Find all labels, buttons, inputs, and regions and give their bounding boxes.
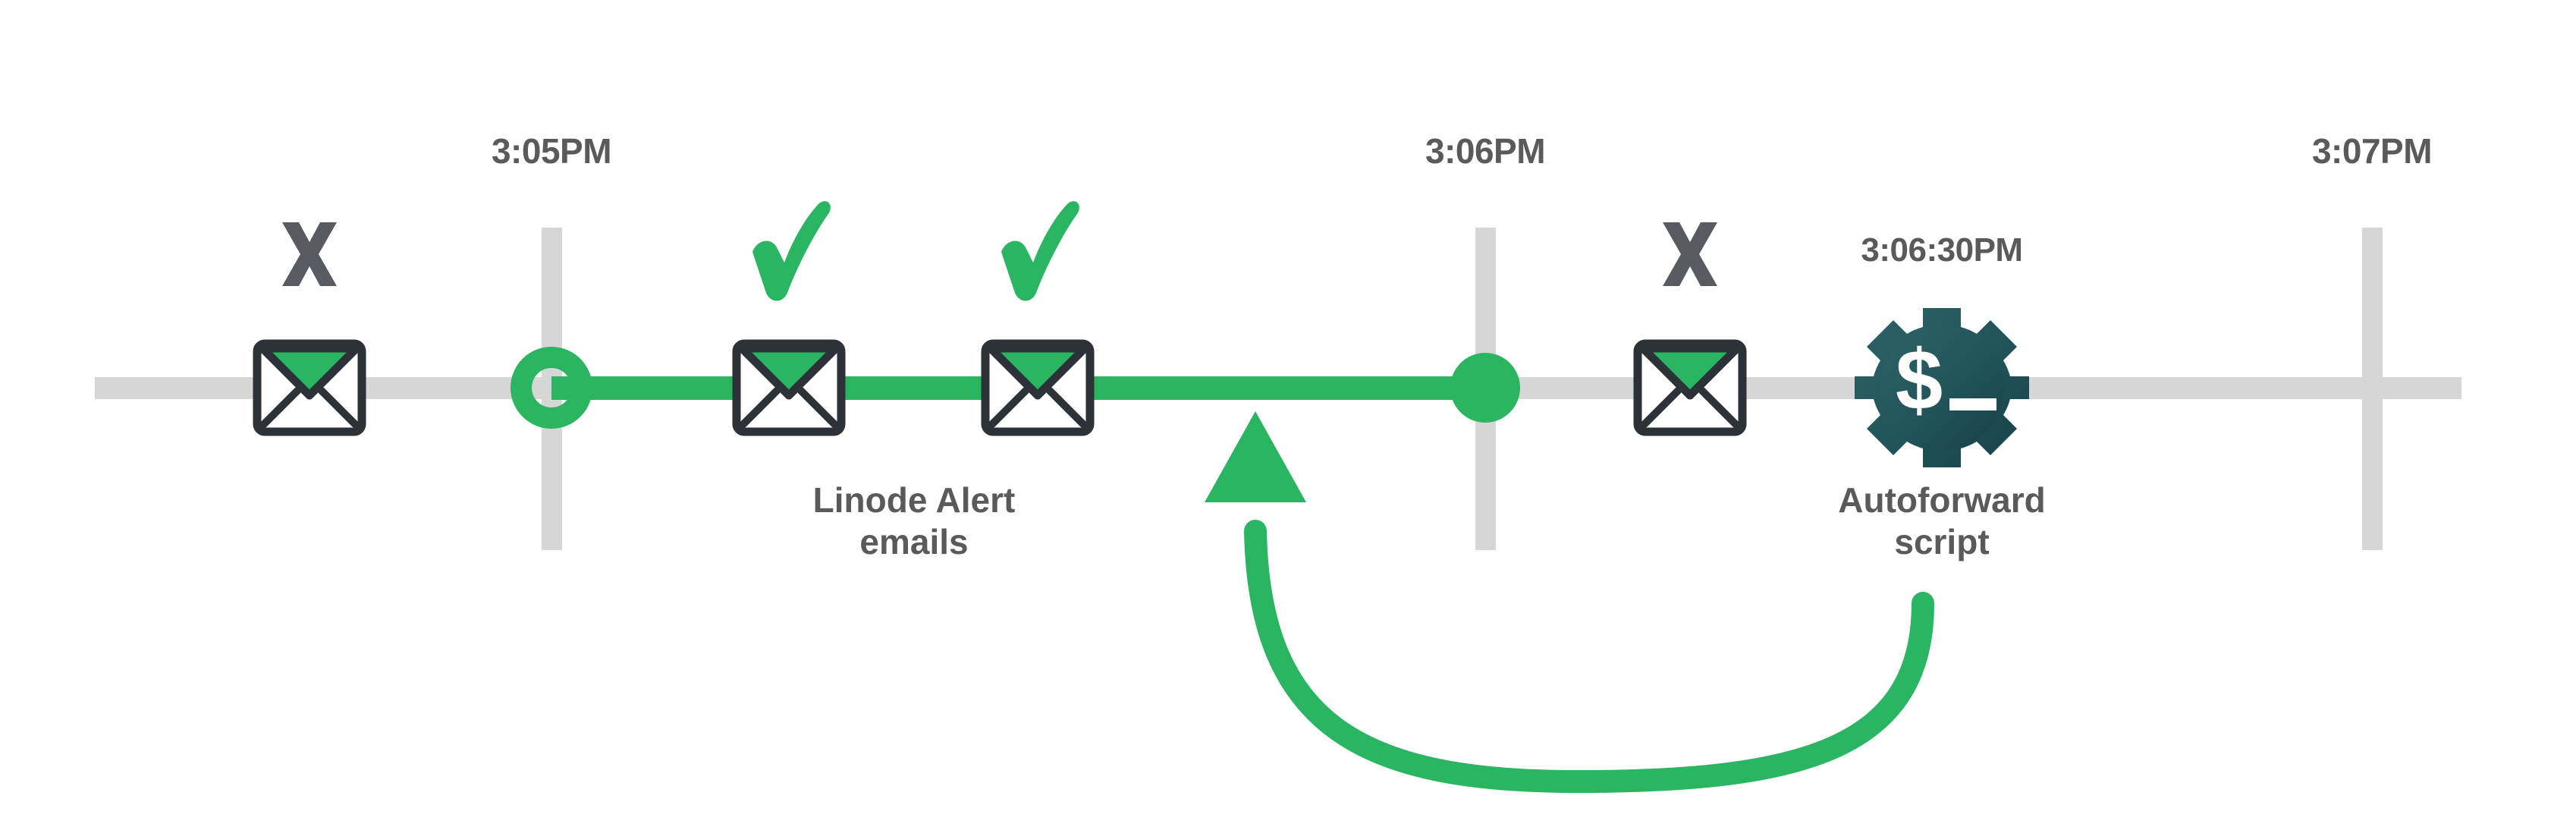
envelope-fold-right-2 <box>797 387 838 428</box>
script-time-label: 3:06:30PM <box>1861 231 2023 269</box>
caption-autoforward-script-line2: script <box>1894 522 1990 562</box>
caption-autoforward-script: Autoforward script <box>1838 480 2045 563</box>
email-icon-4 <box>1633 339 1747 436</box>
email-icon-2 <box>732 339 846 436</box>
span-end-dot <box>1450 353 1520 423</box>
email-icon-3 <box>981 339 1095 436</box>
gear-hub <box>1880 326 2004 450</box>
status-x-icon-4 <box>1663 222 1717 286</box>
email-icon-1 <box>253 339 366 436</box>
envelope-fold-right-4 <box>1698 387 1739 428</box>
tick-mark-3-07pm <box>2362 228 2383 550</box>
script-gear-icon: $ <box>1855 308 2029 467</box>
caption-linode-alert-emails-line2: emails <box>859 522 969 562</box>
status-check-icon-3 <box>1001 201 1079 301</box>
envelope-flap-3 <box>986 344 1089 400</box>
envelope-fold-right-3 <box>1046 387 1087 428</box>
envelope-fold-left-4 <box>1641 387 1682 428</box>
caption-linode-alert-emails: Linode Alert emails <box>813 480 1016 563</box>
envelope-fold-right-1 <box>318 387 359 428</box>
tick-label-3-05pm: 3:05PM <box>491 131 612 171</box>
gear-underscore-glyph <box>1949 398 1996 410</box>
envelope-flap-1 <box>258 344 361 400</box>
caption-autoforward-script-line1: Autoforward <box>1838 480 2046 520</box>
tick-label-3-07pm: 3:07PM <box>2311 131 2433 171</box>
envelope-flap-4 <box>1638 344 1742 400</box>
envelope-fold-left-2 <box>740 387 781 428</box>
envelope-flap-2 <box>737 344 840 400</box>
status-x-icon-1 <box>282 222 337 286</box>
autoforward-flow-arrow-curve <box>1244 520 1934 794</box>
caption-linode-alert-emails-line1: Linode Alert <box>812 480 1016 520</box>
status-check-icon-2 <box>752 201 831 301</box>
tick-label-3-06pm: 3:06PM <box>1425 131 1546 171</box>
gear-dollar-glyph: $ <box>1896 332 1943 427</box>
autoforward-flow-arrowhead <box>1205 411 1306 502</box>
autoforward-flow-arrow <box>1205 411 1934 794</box>
span-start-ring <box>510 347 592 429</box>
envelope-fold-left-3 <box>988 387 1029 428</box>
envelope-fold-left-1 <box>260 387 301 428</box>
